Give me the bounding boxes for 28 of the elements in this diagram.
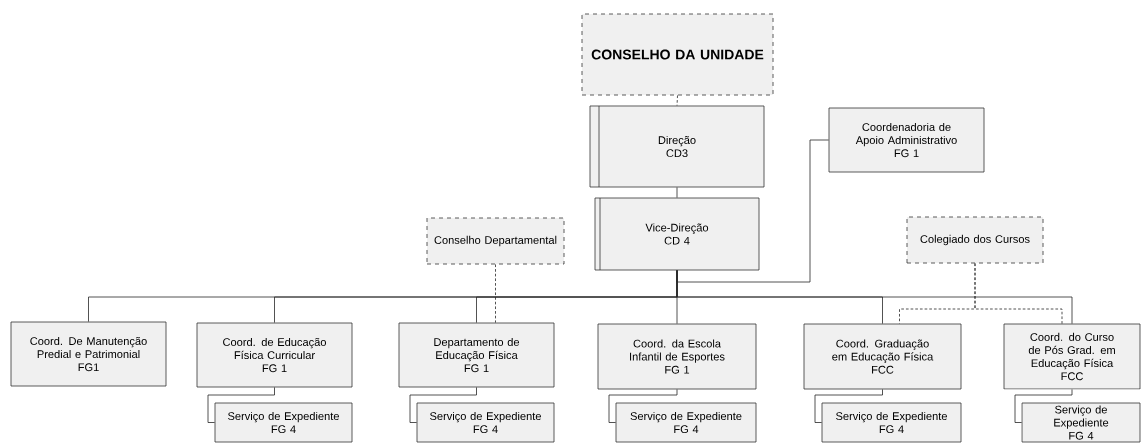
org-box: Coord. Graduação em Educação Física FCC: [803, 323, 962, 390]
connector-line: [814, 389, 883, 423]
dashed-box: Conselho Departamental: [426, 217, 565, 265]
org-box: Coord. De Manutenção Predial e Patrimonial FG1: [10, 321, 167, 387]
connector-line: [676, 139, 829, 283]
org-box: Coord. da Escola Infantil de Esportes FG 1: [597, 323, 757, 390]
connector-line: [608, 389, 678, 423]
connector-line: [1014, 389, 1073, 423]
org-box: Serviço de Expediente FG 4: [821, 402, 962, 443]
connector-line: [207, 387, 275, 423]
dashed-box: Colegiado dos Cursos: [906, 216, 1044, 264]
org-box: Serviço de Expediente FG 4: [214, 402, 353, 443]
org-box: Serviço de Expediente FG 4: [1021, 402, 1141, 443]
org-box: Serviço de Expediente FG 4: [416, 402, 555, 443]
connector-line: [495, 264, 496, 323]
org-box: Vice-Direção CD 4: [594, 197, 760, 271]
connector-line: [676, 270, 1073, 324]
org-box: Coord. do Curso de Pós Grad. em Educação Física FCC: [1003, 323, 1141, 390]
org-box: Coord. de Educação Física Curricular FG 1: [196, 322, 353, 388]
org-box: Departamento de Educação Física FG 1: [398, 322, 555, 388]
connector-line: [676, 187, 678, 198]
connector-line: [409, 387, 477, 423]
org-box: Coordenadoria de Apoio Administrativo FG 1: [828, 107, 985, 173]
dashed-box: CONSELHO DA UNIDADE: [581, 13, 774, 96]
connector-line: [676, 95, 678, 106]
org-box: Serviço de Expediente FG 4: [615, 402, 757, 443]
connector-line: [974, 263, 1063, 324]
org-box: Direção CD3: [589, 105, 765, 188]
